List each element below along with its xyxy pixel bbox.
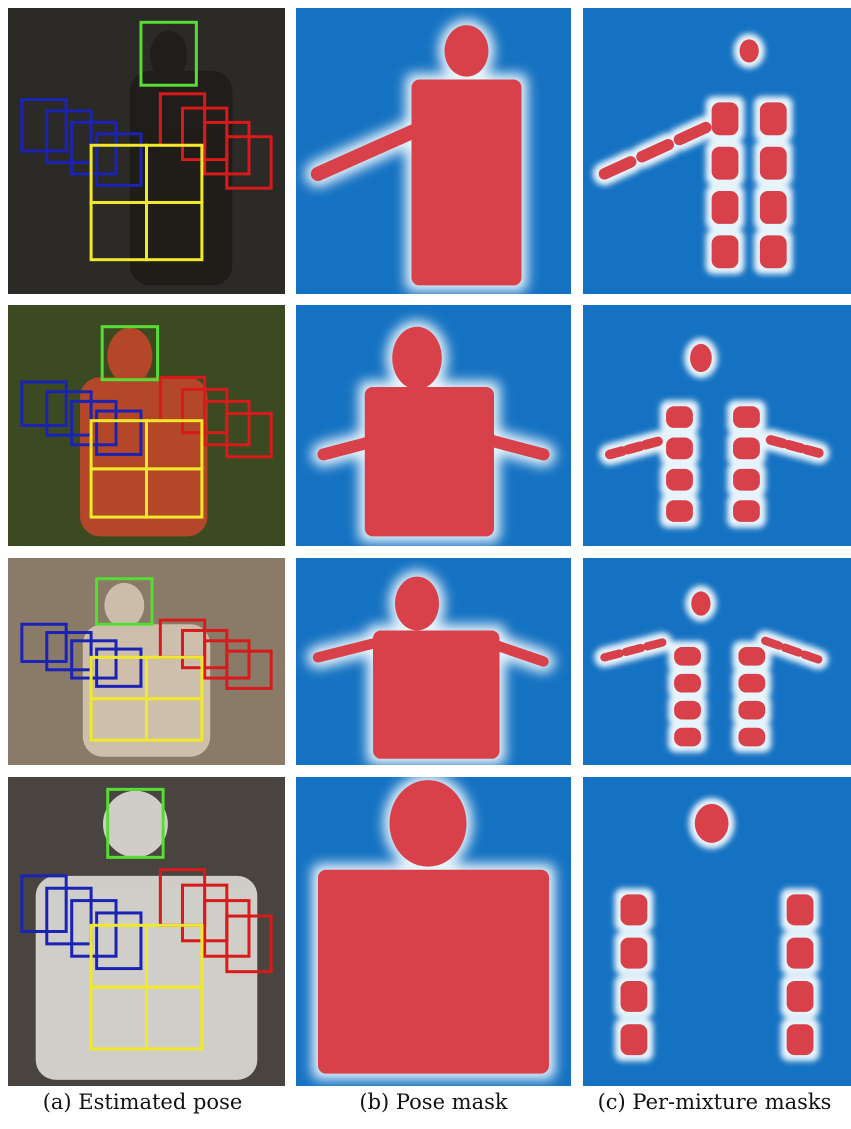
pose-mask-1 bbox=[296, 8, 571, 294]
per-mixture-masks-2 bbox=[583, 305, 851, 546]
caption-estimated-pose: (a) Estimated pose bbox=[0, 1090, 285, 1114]
mask-silhouette bbox=[610, 344, 819, 522]
pose-mask-3 bbox=[296, 558, 571, 765]
per-mixture-masks-4 bbox=[583, 777, 851, 1086]
pose-mask-2 bbox=[296, 305, 571, 546]
mask-silhouette bbox=[318, 577, 544, 759]
mask-silhouette bbox=[324, 327, 544, 537]
caption-pose-mask: (b) Pose mask bbox=[296, 1090, 571, 1114]
per-mixture-masks-1 bbox=[583, 8, 851, 294]
caption-per-mixture-masks: (c) Per-mixture masks bbox=[578, 1090, 851, 1114]
estimated-pose-photo-3 bbox=[8, 558, 285, 765]
pose-mask-4 bbox=[296, 777, 571, 1086]
estimated-pose-photo-1 bbox=[8, 8, 285, 294]
mask-silhouette bbox=[318, 780, 549, 1074]
estimated-pose-photo-4 bbox=[8, 777, 285, 1086]
per-mixture-masks-3 bbox=[583, 558, 851, 765]
estimated-pose-photo-2 bbox=[8, 305, 285, 546]
